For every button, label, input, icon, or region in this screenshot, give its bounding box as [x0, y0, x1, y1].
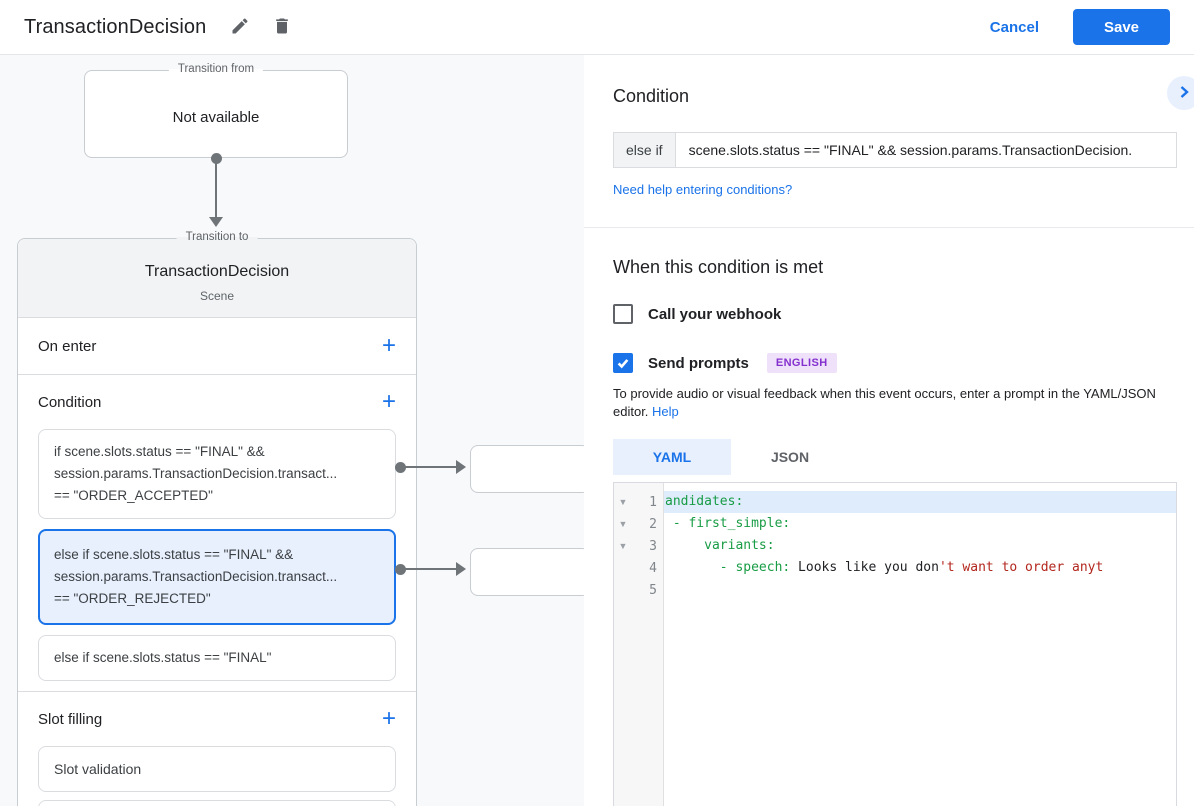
- line-number: 4: [649, 560, 657, 576]
- transition-from-box[interactable]: Transition from Not available: [84, 63, 348, 158]
- gutter-row: ▼3: [614, 535, 663, 557]
- panel-divider: [584, 227, 1194, 228]
- line-number: 5: [649, 582, 657, 598]
- condition-section-label: Condition: [38, 393, 102, 411]
- fold-arrow-icon[interactable]: ▼: [618, 519, 628, 529]
- code-line[interactable]: - first_simple:: [664, 513, 1176, 535]
- code-segment: variants:: [665, 538, 775, 553]
- code-segment: - first_simple:: [665, 516, 791, 531]
- feedback-help-text: To provide audio or visual feedback when…: [613, 385, 1173, 421]
- code-line[interactable]: [664, 579, 1176, 601]
- arrow-right-icon: [456, 460, 466, 474]
- condition-help-link[interactable]: Need help entering conditions?: [613, 182, 793, 197]
- send-prompts-checkbox[interactable]: [613, 353, 633, 373]
- transition-target-box-2[interactable]: [470, 548, 584, 596]
- scene-subtitle: Scene: [199, 289, 235, 303]
- code-line[interactable]: andidates:: [664, 491, 1176, 513]
- page-title: TransactionDecision: [24, 15, 207, 38]
- condition-expression-input[interactable]: [675, 133, 1176, 167]
- line-number: 1: [649, 494, 657, 510]
- fold-arrow-icon[interactable]: ▼: [618, 497, 628, 507]
- connector-dot: [211, 153, 222, 164]
- partial-card[interactable]: [38, 800, 396, 806]
- webhook-row: Call your webhook: [613, 304, 1177, 324]
- fold-arrow-icon[interactable]: ▼: [618, 541, 628, 551]
- call-webhook-checkbox[interactable]: [613, 304, 633, 324]
- code-segment: 't want to order anyt: [938, 560, 1104, 575]
- when-condition-heading: When this condition is met: [613, 257, 824, 277]
- condition1-connector-line: [400, 466, 458, 468]
- section-divider: [18, 691, 416, 692]
- trash-icon: [272, 16, 292, 39]
- transition-target-box-1[interactable]: [470, 445, 584, 493]
- on-enter-section: On enter +: [18, 318, 416, 375]
- code-line[interactable]: - speech: Looks like you don't want to o…: [664, 557, 1176, 579]
- language-badge: ENGLISH: [766, 353, 837, 373]
- gutter-row: 5: [614, 579, 663, 601]
- line-number: 3: [649, 538, 657, 554]
- code-segment: - speech:: [665, 560, 791, 575]
- condition-panel-heading: Condition: [613, 86, 690, 106]
- condition2-connector-line: [400, 568, 458, 570]
- scene-title: TransactionDecision: [144, 263, 290, 280]
- condition-card-accepted[interactable]: if scene.slots.status == "FINAL" && sess…: [38, 429, 396, 519]
- main-area: Transition from Not available Transition…: [0, 55, 1194, 806]
- arrow-right-icon: [456, 562, 466, 576]
- add-slot-button[interactable]: +: [381, 705, 396, 732]
- on-enter-label: On enter: [38, 337, 97, 355]
- condition-operator-label: else if: [614, 133, 676, 167]
- connector-line: [215, 161, 217, 217]
- editor-tabs: YAML JSON: [613, 439, 1177, 475]
- chevron-right-icon: [1176, 84, 1192, 103]
- slot-filling-section-header: Slot filling +: [18, 692, 416, 746]
- condition-expression-group: else if: [613, 132, 1177, 168]
- help-link[interactable]: Help: [652, 404, 679, 419]
- call-webhook-label: Call your webhook: [648, 305, 782, 323]
- tab-yaml[interactable]: YAML: [613, 439, 731, 475]
- condition-card-rejected[interactable]: else if scene.slots.status == "FINAL" &&…: [38, 529, 396, 625]
- edit-scene-button[interactable]: [226, 12, 254, 43]
- code-line[interactable]: variants:: [664, 535, 1176, 557]
- condition-editor-panel: Condition else if Need help entering con…: [584, 55, 1194, 806]
- condition-card-final[interactable]: else if scene.slots.status == "FINAL": [38, 635, 396, 681]
- editor-code-area[interactable]: andidates: - first_simple: variants: - s…: [664, 483, 1176, 806]
- add-on-enter-button[interactable]: +: [381, 332, 396, 359]
- condition-section-header: Condition +: [18, 375, 416, 429]
- slot-validation-card[interactable]: Slot validation: [38, 746, 396, 792]
- transition-to-card: Transition to TransactionDecision Scene …: [17, 231, 417, 806]
- delete-scene-button[interactable]: [268, 12, 296, 43]
- collapse-panel-button[interactable]: [1167, 76, 1194, 110]
- transition-from-legend: Transition from: [168, 63, 264, 75]
- send-prompts-label: Send prompts: [648, 354, 749, 372]
- transition-to-legend: Transition to: [176, 231, 258, 243]
- gutter-row: ▼2: [614, 513, 663, 535]
- top-bar: TransactionDecision Cancel Save: [0, 0, 1194, 55]
- send-prompts-row: Send prompts ENGLISH: [613, 353, 1177, 373]
- transition-from-value: Not available: [172, 109, 260, 126]
- feedback-text: To provide audio or visual feedback when…: [613, 386, 1156, 419]
- line-number: 2: [649, 516, 657, 532]
- code-segment: Looks like you don: [790, 560, 939, 575]
- slot-filling-label: Slot filling: [38, 710, 103, 728]
- arrow-down-icon: [209, 217, 223, 227]
- tab-json[interactable]: JSON: [770, 449, 810, 465]
- scene-card-header[interactable]: TransactionDecision Scene: [18, 239, 416, 318]
- gutter-row: ▼1: [614, 491, 663, 513]
- cancel-button[interactable]: Cancel: [989, 18, 1039, 36]
- gutter-row: 4: [614, 557, 663, 579]
- pencil-icon: [230, 16, 250, 39]
- save-button[interactable]: Save: [1073, 9, 1170, 45]
- add-condition-button[interactable]: +: [381, 388, 396, 415]
- code-segment: andidates:: [665, 494, 744, 509]
- scene-graph-canvas: Transition from Not available Transition…: [0, 55, 584, 806]
